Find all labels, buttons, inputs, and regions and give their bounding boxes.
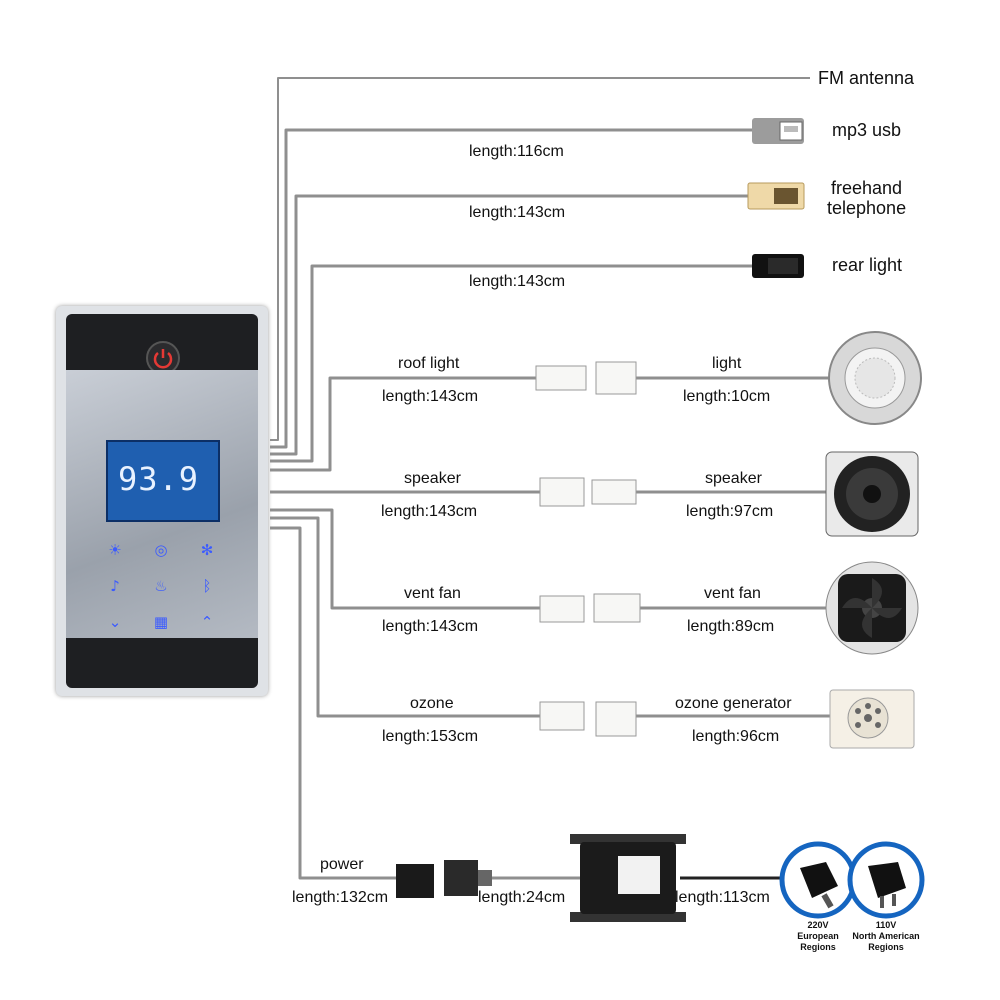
power-cable: [270, 526, 398, 880]
vent-fan-icon: [825, 561, 919, 655]
mp3-usb-label: mp3 usb: [832, 120, 902, 140]
speaker-dev-name-label: speaker: [705, 470, 762, 487]
telephone-cable: [270, 194, 752, 456]
vent-fan-length-label: length:143cm: [382, 618, 479, 635]
na-plug-icon: [847, 841, 925, 919]
vent-fan-connector-icon: [539, 593, 641, 623]
mp3-usb-cable: [270, 128, 758, 449]
usb-connector-icon: [752, 118, 804, 144]
vent-fan-name-label: vent fan: [404, 585, 461, 602]
na-plug-caption: 110V North American Regions: [843, 920, 929, 953]
speaker-dev-length-label: length:97cm: [686, 503, 774, 520]
mp3-key-icon[interactable]: ♪: [110, 577, 120, 595]
telephone-length-label: length:143cm: [469, 204, 566, 221]
bluetooth-key-icon[interactable]: ᛒ: [202, 577, 212, 595]
lcd-display: 93.9: [106, 440, 220, 522]
ozone-generator-icon: [829, 689, 915, 749]
power-length-label: length:132cm: [292, 889, 389, 906]
down-key-icon[interactable]: ⌄: [108, 613, 122, 631]
temperature-key-icon[interactable]: ▦: [153, 613, 169, 631]
speaker-icon: [825, 451, 919, 537]
eu-voltage: 220V: [807, 920, 829, 930]
control-panel: 93.9 ☀ ◎ ✻ ♪ ♨ ᛒ ⌄ ▦ ⌃: [56, 306, 268, 696]
power-out-length-label: length:113cm: [675, 889, 770, 906]
rear-light-connector-icon: [752, 254, 804, 278]
power-button[interactable]: [146, 341, 180, 375]
light-name-label: light: [712, 355, 742, 372]
fan-key-icon[interactable]: ✻: [200, 541, 214, 559]
ozone-length-label: length:153cm: [382, 728, 479, 745]
na-region: North American Regions: [852, 931, 920, 952]
vent-fan-dev-length-label: length:89cm: [687, 618, 775, 635]
fm-antenna-label: FM antenna: [818, 68, 915, 88]
led-light-icon: [828, 331, 922, 425]
light-length-label: length:10cm: [683, 388, 771, 405]
radio-frequency: 93.9: [118, 460, 200, 498]
freehand-telephone-label: freehand telephone: [827, 178, 907, 218]
roof-light-length-label: length:143cm: [382, 388, 479, 405]
roof-light-cable: [270, 376, 536, 472]
up-key-icon[interactable]: ⌃: [200, 613, 214, 631]
eu-plug-caption: 220V European Regions: [778, 920, 858, 953]
ozone-gen-name-label: ozone generator: [675, 695, 792, 712]
ozone-connector-icon: [539, 701, 637, 737]
fm-antenna-cable: [270, 77, 810, 441]
roof-light-name-label: roof light: [398, 355, 460, 372]
power-icon: [153, 349, 173, 369]
speaker-connector-icon: [539, 477, 637, 507]
vent-fan-cable: [270, 508, 540, 610]
light-key-icon[interactable]: ☀: [108, 541, 122, 559]
power-connector-icon: [396, 860, 492, 898]
power-mid-length-label: length:24cm: [478, 889, 566, 906]
transformer-icon: [570, 834, 686, 922]
eu-region: European Regions: [797, 931, 839, 952]
eu-plug-icon: [779, 841, 857, 919]
steam-key-icon[interactable]: ♨: [154, 577, 168, 595]
power-name-label: power: [320, 856, 364, 873]
vent-fan-dev-name-label: vent fan: [704, 585, 761, 602]
speaker-length-label: length:143cm: [381, 503, 478, 520]
ozone-name-label: ozone: [410, 695, 454, 712]
panel-face: 93.9 ☀ ◎ ✻ ♪ ♨ ᛒ ⌄ ▦ ⌃: [66, 370, 258, 638]
na-voltage: 110V: [875, 920, 897, 930]
telephone-jack-icon: [747, 182, 805, 210]
roof-light-connector-icon: [535, 361, 637, 395]
phone-key-icon[interactable]: ◎: [154, 541, 168, 559]
ozone-gen-length-label: length:96cm: [692, 728, 780, 745]
rear-light-cable: [270, 264, 752, 463]
ozone-cable: [270, 516, 540, 718]
mp3-length-label: length:116cm: [469, 143, 564, 160]
rear-light-label: rear light: [832, 255, 903, 275]
rear-light-length-label: length:143cm: [469, 273, 566, 290]
speaker-name-label: speaker: [404, 470, 461, 487]
